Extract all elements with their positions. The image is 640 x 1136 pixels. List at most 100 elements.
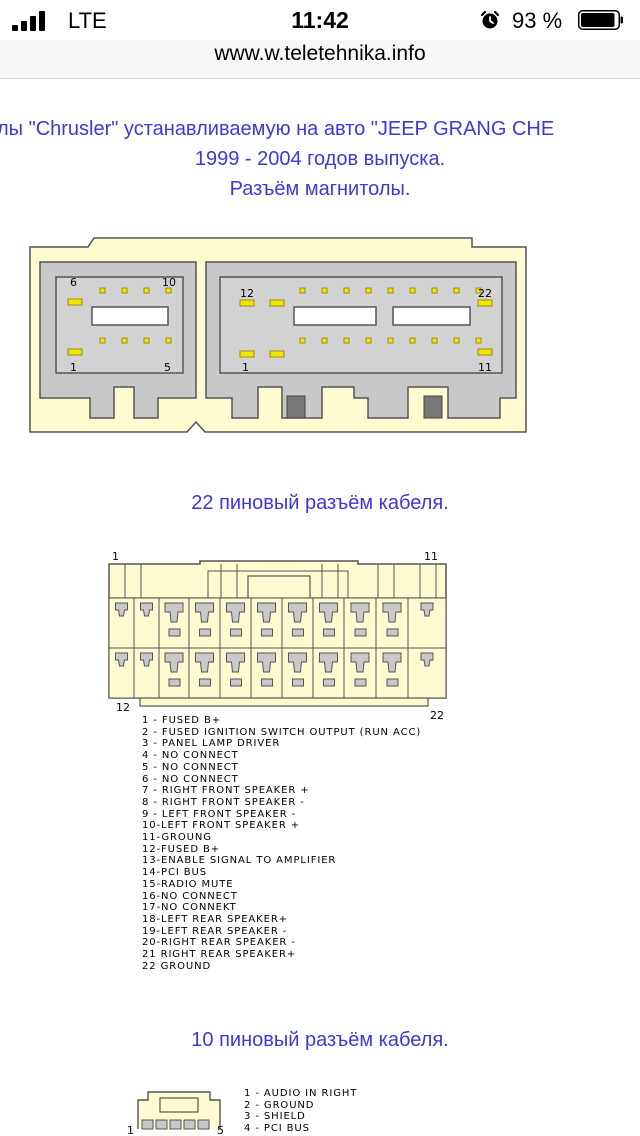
radio-pin-large	[239, 350, 255, 358]
pin22-item-4: 4 - NO CONNECT	[142, 750, 239, 762]
radio-left-label-5: 5	[164, 361, 171, 374]
pin22-item-9: 9 - LEFT FRONT SPEAKER -	[142, 808, 297, 820]
cable22-latch	[247, 575, 311, 599]
pin-list-22: 1 - FUSED B+2 - FUSED IGNITION SWITCH OU…	[142, 715, 421, 972]
pin22-item-1: 1 - FUSED B+	[142, 715, 221, 726]
cable22-bottom-rail	[139, 697, 429, 707]
radio-pin	[121, 287, 128, 294]
cable22-pin-cell-bottom	[158, 647, 190, 699]
radio-pin-large	[239, 299, 255, 307]
radio-pin	[387, 337, 394, 344]
cable22-label-22: 22	[430, 709, 444, 722]
radio-right-label-22: 22	[478, 287, 492, 300]
heading-line-3: Разъём магнитолы.	[229, 178, 411, 200]
radio-lock-tab-2	[423, 395, 443, 419]
radio-pin	[165, 287, 172, 294]
cable22-pin-cell-bottom	[343, 647, 377, 699]
battery-icon	[578, 10, 623, 30]
cable-10-pin-diagram: 1 5	[127, 1091, 224, 1136]
pin22-item-12: 12-FUSED B+	[142, 843, 221, 855]
url-text[interactable]: www.w.teletehnika.info	[214, 42, 426, 65]
cable22-pin-cell-top	[312, 597, 345, 649]
cable22-pin-cell-bottom	[108, 647, 135, 699]
pin22-item-18: 18-LEFT REAR SPEAKER+	[142, 913, 288, 925]
radio-pin-large	[269, 350, 285, 358]
pin22-item-6: 6 - NO CONNECT	[142, 773, 239, 785]
web-page: лы "Chrusler" устанавливаемую на авто "J…	[0, 79, 640, 1136]
cable22-pin-cell-top	[281, 597, 314, 649]
section-22-title: 22 пиновый разъём кабеля.	[191, 492, 449, 514]
signal-strength-icon	[12, 11, 46, 31]
cable22-label-12: 12	[116, 701, 130, 714]
radio-pin	[475, 287, 482, 294]
radio-pin-large	[67, 298, 83, 306]
cable22-pin-cell-top	[407, 597, 447, 649]
radio-pin-large	[477, 299, 493, 307]
pin22-item-13: 13-ENABLE SIGNAL TO AMPLIFIER	[142, 855, 337, 867]
radio-left-label-1: 1	[70, 361, 77, 374]
cable22-pin-cell-bottom	[375, 647, 409, 699]
pin22-item-15: 15-RADIO MUTE	[142, 878, 234, 890]
cable22-pin-cell-bottom	[219, 647, 252, 699]
cable10-label-1: 1	[127, 1124, 134, 1136]
heading-line-2: 1999 - 2004 годов выпуска.	[194, 148, 446, 170]
radio-left-key-slot	[91, 306, 169, 326]
radio-right-key-slot-2	[392, 306, 471, 326]
radio-right-key-slot-1	[293, 306, 377, 326]
pin22-item-2: 2 - FUSED IGNITION SWITCH OUTPUT (RUN AC…	[142, 726, 422, 738]
pin22-item-19: 19-LEFT REAR SPEAKER -	[142, 925, 288, 937]
cable22-pin-cell-bottom	[133, 647, 160, 699]
cable22-pin-cell-top	[375, 597, 409, 649]
pin10-item-2: 2 - GROUND	[244, 1099, 315, 1111]
cable22-pin-cell-bottom	[281, 647, 314, 699]
cable10-pin	[155, 1119, 168, 1130]
pin10-item-1: 1 - AUDIO IN RIGHT	[244, 1088, 358, 1099]
radio-pin	[143, 287, 150, 294]
radio-pin	[165, 337, 172, 344]
radio-pin	[121, 337, 128, 344]
pin22-item-5: 5 - NO CONNECT	[142, 761, 239, 773]
radio-left-label-10: 10	[162, 276, 176, 289]
radio-pin	[409, 287, 416, 294]
cable22-pin-cell-bottom	[407, 647, 447, 699]
pin22-item-7: 7 - RIGHT FRONT SPEAKER +	[142, 785, 310, 797]
clock: 11:42	[291, 7, 349, 33]
cable22-pin-cell-top	[133, 597, 160, 649]
cable10-pin	[183, 1119, 196, 1130]
heading-line-1: лы "Chrusler" устанавливаемую на авто "J…	[0, 118, 555, 140]
cable22-pin-cell-bottom	[312, 647, 345, 699]
radio-pin	[299, 287, 306, 294]
cable10-pin	[197, 1119, 210, 1130]
radio-pin	[453, 337, 460, 344]
cable22-pin-cell-top	[343, 597, 377, 649]
cable22-pin-cell-top	[219, 597, 252, 649]
radio-lock-tab-1	[286, 395, 306, 419]
pin22-item-16: 16-NO CONNECT	[142, 890, 238, 902]
radio-pin	[387, 287, 394, 294]
radio-pin	[343, 287, 350, 294]
cable22-pin-cell-top	[158, 597, 190, 649]
url-bar[interactable]: www.w.teletehnika.info	[0, 40, 640, 79]
alarm-clock-icon	[480, 10, 500, 29]
pin10-item-3: 3 - SHIELD	[244, 1111, 306, 1123]
pin10-item-4: 4 - PCI BUS	[244, 1123, 310, 1135]
radio-pin	[321, 337, 328, 344]
pin22-item-10: 10-LEFT FRONT SPEAKER +	[142, 820, 301, 832]
radio-pin	[143, 337, 150, 344]
radio-right-label-12: 12	[240, 287, 254, 300]
battery-percent: 93 %	[512, 8, 563, 33]
radio-pin-large	[67, 348, 83, 356]
cable10-pin	[141, 1119, 154, 1130]
pin22-item-22: 22 GROUND	[142, 960, 212, 972]
cable10-latch	[159, 1097, 199, 1113]
carrier-label: LTE	[68, 8, 107, 33]
cable10-label-5: 5	[217, 1124, 224, 1136]
radio-right-label-11: 11	[478, 361, 492, 374]
radio-pin-large	[477, 348, 493, 356]
radio-pin	[409, 337, 416, 344]
cable22-label-11: 11	[424, 550, 438, 563]
radio-pin	[475, 337, 482, 344]
radio-pin	[365, 337, 372, 344]
pin22-item-11: 11-GROUNG	[142, 832, 212, 844]
pin22-item-17: 17-NO CONNEKT	[142, 902, 237, 914]
